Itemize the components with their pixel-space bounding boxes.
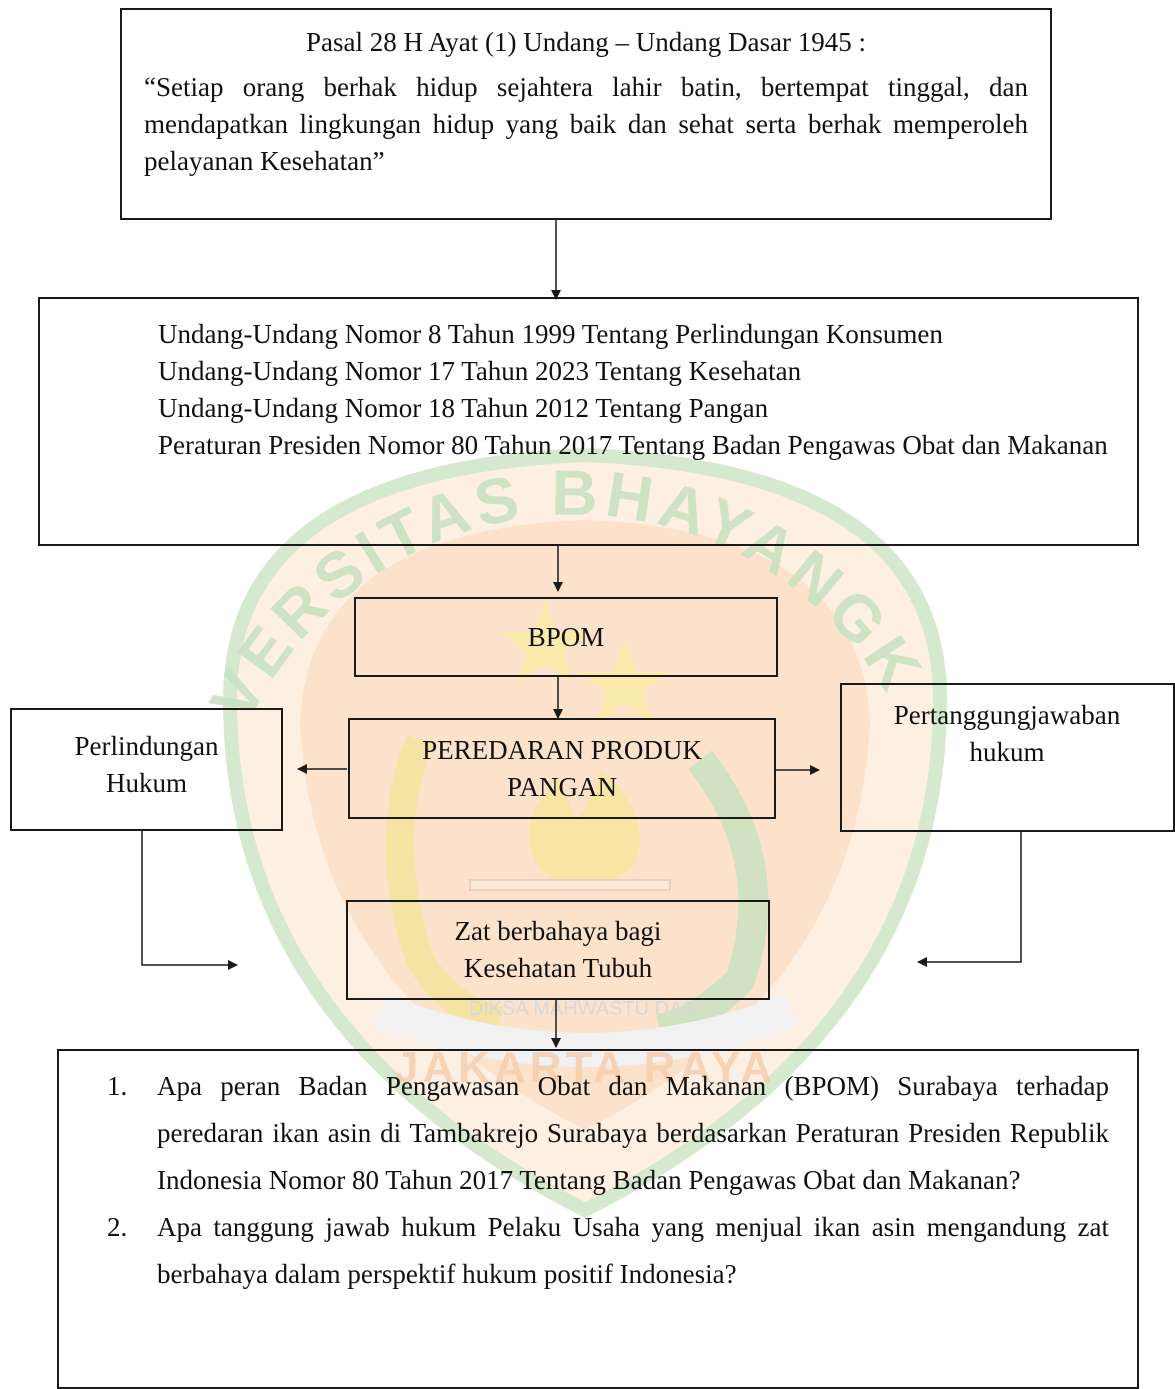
law-line-3: Undang-Undang Nomor 18 Tahun 2012 Tentan… xyxy=(158,393,769,423)
question-number: 1. xyxy=(107,1071,128,1101)
zat-label: Zat berbahaya bagi Kesehatan Tubuh xyxy=(454,916,662,983)
peredaran-label: PEREDARAN PRODUK PANGAN xyxy=(422,734,702,802)
perlindungan-box: Perlindungan Hukum xyxy=(10,708,283,831)
watermark-bottom-text: JAKARTA RAYA xyxy=(394,1043,776,1092)
question-text: Apa peran Badan Pengawasan Obat dan Maka… xyxy=(157,1071,1109,1195)
question-item: 2. Apa tanggung jawab hukum Pelaku Usaha… xyxy=(59,1204,1109,1298)
questions-box: 1. Apa peran Badan Pengawasan Obat dan M… xyxy=(57,1049,1139,1389)
question-text: Apa tanggung jawab hukum Pelaku Usaha ya… xyxy=(157,1212,1109,1289)
cotton-branch-icon xyxy=(655,750,769,1045)
questions-list: 1. Apa peran Badan Pengawasan Obat dan M… xyxy=(59,1063,1109,1298)
pertanggungjawaban-box: Pertanggungjawaban hukum xyxy=(840,683,1175,832)
law-line-1: Undang-Undang Nomor 8 Tahun 1999 Tentang… xyxy=(158,319,943,349)
bpom-label: BPOM xyxy=(527,621,605,652)
arrow-perlindungan-to-zat xyxy=(141,830,238,970)
arrow-pertanggungjawaban-to-zat xyxy=(917,832,1022,967)
watermark-motto: DIKSA MAHWASTU DASI xyxy=(469,998,702,1020)
pertanggungjawaban-label: Pertanggungjawaban hukum xyxy=(893,700,1121,767)
law-line-4: Peraturan Presiden Nomor 80 Tahun 2017 T… xyxy=(158,430,1108,460)
star-right-icon xyxy=(580,640,670,724)
question-item: 1. Apa peran Badan Pengawasan Obat dan M… xyxy=(59,1063,1109,1204)
question-number: 2. xyxy=(107,1212,128,1242)
torch-flame-icon xyxy=(528,770,640,885)
wheat-icon xyxy=(386,734,504,1034)
torch-base xyxy=(469,879,671,891)
laws-box: Undang-Undang Nomor 8 Tahun 1999 Tentang… xyxy=(38,297,1139,546)
constitution-title: Pasal 28 H Ayat (1) Undang – Undang Dasa… xyxy=(306,27,866,57)
star-left-icon xyxy=(500,600,590,684)
peredaran-box: PEREDARAN PRODUK PANGAN xyxy=(348,718,776,819)
perlindungan-label: Perlindungan Hukum xyxy=(74,731,219,798)
law-line-2: Undang-Undang Nomor 17 Tahun 2023 Tentan… xyxy=(158,356,802,386)
constitution-quote: “Setiap orang berhak hidup sejahtera lah… xyxy=(144,72,1028,176)
constitution-box: Pasal 28 H Ayat (1) Undang – Undang Dasa… xyxy=(120,8,1052,220)
zat-box: Zat berbahaya bagi Kesehatan Tubuh xyxy=(346,900,770,1000)
bpom-box: BPOM xyxy=(354,597,778,677)
